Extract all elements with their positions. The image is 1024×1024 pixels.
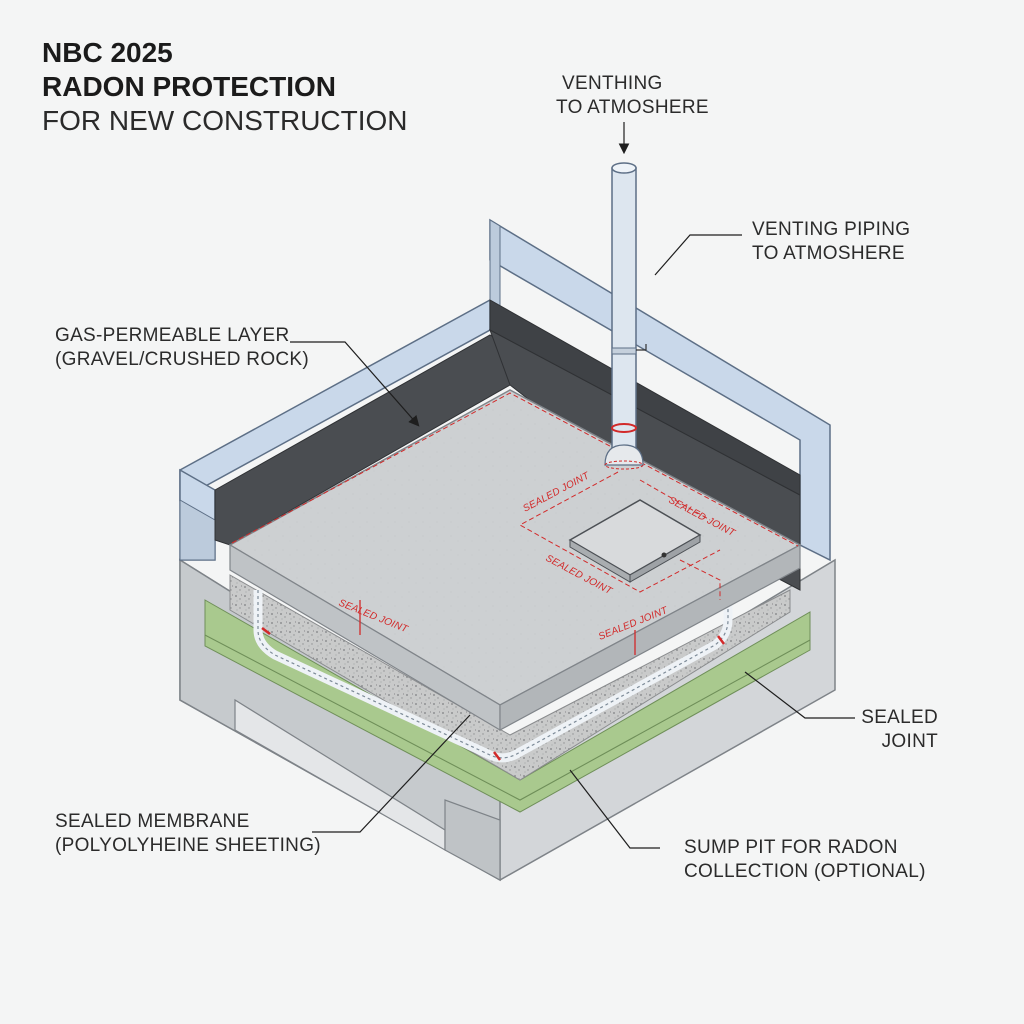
callout-sealed-membrane: SEALED MEMBRANE (POLYOLYHEINE SHEETING)	[55, 810, 321, 858]
callout-sump-pit-line1: SUMP PIT FOR RADON	[684, 837, 898, 858]
callout-venting-piping: VENTING PIPING TO ATMOSHERE	[752, 218, 910, 266]
callout-sealed-membrane-line1: SEALED MEMBRANE	[55, 811, 250, 832]
callout-sealed-joint-line1: SEALED	[861, 707, 938, 728]
callout-gas-layer: GAS-PERMEABLE LAYER (GRAVEL/CRUSHED ROCK…	[55, 324, 309, 372]
title-line-1: NBC 2025	[42, 37, 173, 68]
callout-gas-layer-line1: GAS-PERMEABLE LAYER	[55, 325, 290, 346]
collection-pipe	[253, 590, 733, 763]
callout-venting-top-line2: TO ATMOSHERE	[556, 97, 709, 118]
sump-pit-cover	[568, 499, 702, 583]
callout-sump-pit-line2: COLLECTION (OPTIONAL)	[684, 861, 926, 882]
callout-venting-piping-line1: VENTING PIPING	[752, 219, 911, 240]
leader-lines	[290, 122, 855, 849]
callout-gas-layer-line2: (GRAVEL/CRUSHED ROCK)	[55, 349, 310, 370]
gas-permeable-gravel	[229, 574, 791, 781]
callout-sump-pit: SUMP PIT FOR RADON COLLECTION (OPTIONAL)	[684, 836, 926, 884]
callout-venting-top: VENTHING TO ATMOSHERE	[556, 72, 709, 120]
callout-venting-top-line1: VENTHING	[562, 73, 663, 94]
title-line-3: FOR NEW CONSTRUCTION	[42, 105, 408, 136]
vent-pipe	[604, 162, 647, 470]
callout-sealed-membrane-line2: (POLYOLYHEINE SHEETING)	[55, 835, 321, 856]
title-line-2: RADON PROTECTION	[42, 71, 336, 102]
concrete-slab	[228, 389, 802, 732]
callout-sealed-joint: SEALED JOINT	[842, 706, 938, 754]
callout-sealed-joint-line2: JOINT	[881, 731, 938, 752]
callout-venting-piping-line2: TO ATMOSHERE	[752, 243, 905, 264]
title-block: NBC 2025 RADON PROTECTION FOR NEW CONSTR…	[42, 36, 408, 138]
